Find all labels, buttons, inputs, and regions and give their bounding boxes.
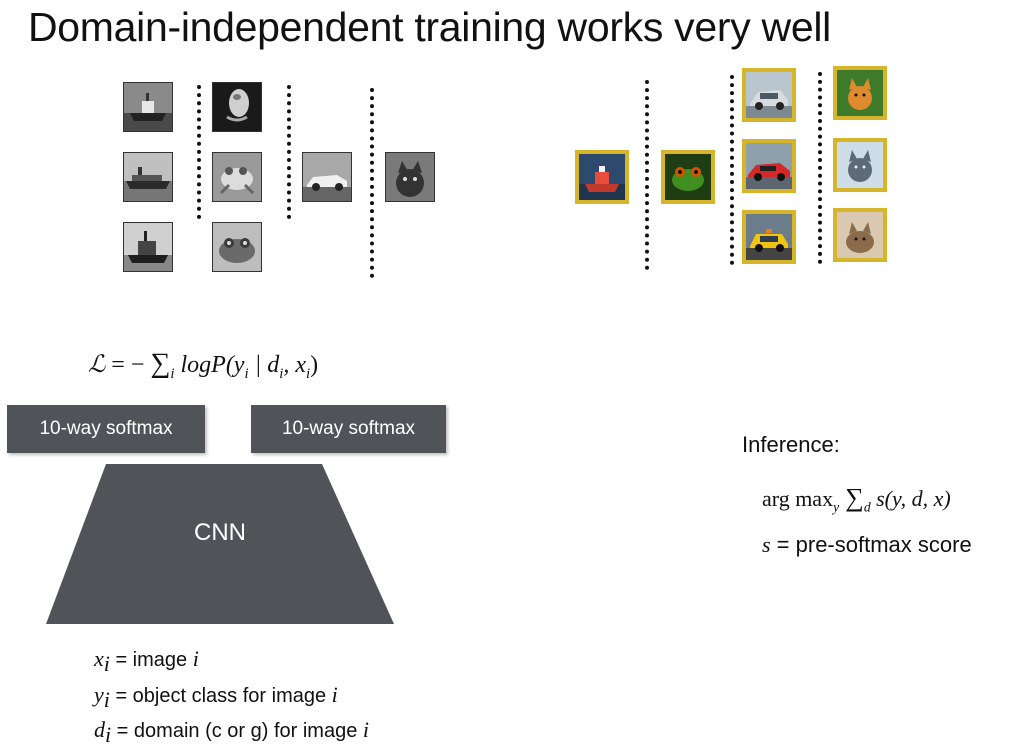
softmax-box-right: 10-way softmax [251,405,446,453]
color-cat-image-1 [833,66,887,120]
legend-y: yi = object class for image i [94,682,338,712]
cnn-block: CNN [46,464,394,624]
legend-d: di = domain (c or g) for image i [94,717,370,747]
color-car-image-2 [742,139,796,193]
cnn-trapezoid [46,464,394,624]
gray-ship-image-1 [123,82,173,132]
gray-separator-2 [287,85,291,219]
gray-frog-image-2 [212,152,262,202]
softmax-box-left: 10-way softmax [7,405,205,453]
inference-score-def: s = pre-softmax score [762,532,972,557]
gray-car-image [302,152,352,202]
gray-ship-image-2 [123,152,173,202]
color-car-image-1 [742,68,796,122]
color-cat-image-3 [833,208,887,262]
color-ship-image [575,150,629,204]
loss-formula: ℒ = − ∑i logP(yi | di, xi) [88,348,319,382]
color-car-image-3 [742,210,796,264]
gray-cat-image [385,152,435,202]
sum-symbol: ∑ [845,483,864,512]
gray-separator-1 [197,85,201,219]
loss-symbol: ℒ [88,352,106,378]
color-separator-3 [818,72,822,264]
cnn-label: CNN [194,519,246,546]
slide-title: Domain-independent training works very w… [28,4,831,50]
sum-symbol: ∑ [150,348,171,379]
color-separator-2 [730,75,734,265]
inference-title: Inference: [742,432,840,457]
gray-ship-image-3 [123,222,173,272]
gray-separator-3 [370,88,374,278]
gray-frog-image-3 [212,222,262,272]
color-separator-1 [645,80,649,270]
legend-x: xi = image i [94,646,199,676]
color-frog-image [661,150,715,204]
color-cat-image-2 [833,138,887,192]
gray-frog-image-1 [212,82,262,132]
inference-argmax: arg maxy ∑d s(y, d, x) [762,483,951,515]
